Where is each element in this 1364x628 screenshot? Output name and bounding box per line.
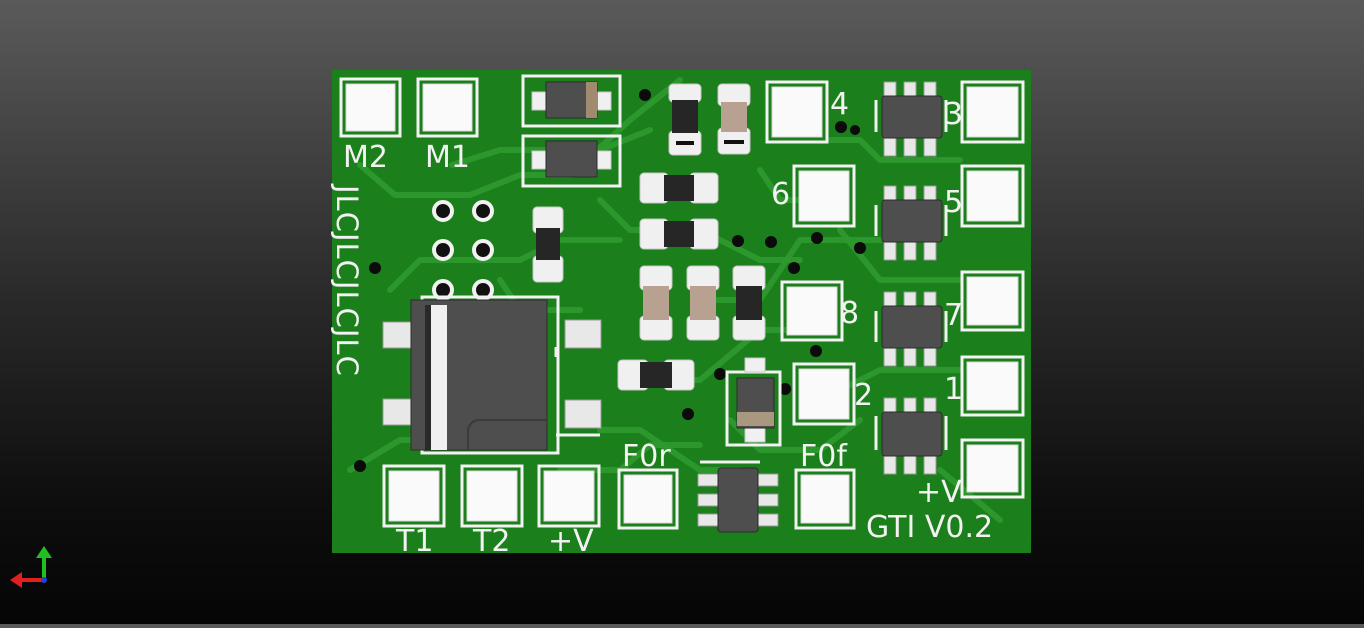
pad-out8[interactable]	[780, 280, 844, 342]
resistor-r-lower[interactable]	[617, 359, 695, 391]
pad-plus-v-bottom[interactable]	[537, 464, 601, 528]
pad-out7[interactable]	[960, 270, 1025, 332]
silkscreen-labels: M2 M1 T1 T2 +V F0r F0f 4 3 6 5 8 7 2 1 +…	[330, 87, 993, 559]
jlc-vertical-label: JLCJLCJLCJLC	[330, 183, 364, 377]
resistor-r-v-left[interactable]	[532, 206, 564, 283]
label-plus-v-bottom: +V	[548, 524, 594, 559]
pad-out2[interactable]	[792, 362, 856, 426]
pcb-board[interactable]: M2 M1 T1 T2 +V F0r F0f 4 3 6 5 8 7 2 1 +…	[330, 70, 1031, 559]
ic-u1[interactable]	[874, 81, 948, 157]
capacitor-c-top-1[interactable]	[717, 83, 751, 155]
label-t2: T2	[472, 524, 510, 559]
diode-d2[interactable]	[521, 134, 622, 188]
label-out6: 6	[771, 177, 790, 212]
label-plus-v-right: +V	[916, 475, 962, 510]
resistor-r-h2[interactable]	[639, 218, 719, 250]
version-label: GTI V0.2	[866, 510, 993, 545]
resistor-r-top-1[interactable]	[668, 83, 702, 156]
ic-u5[interactable]	[697, 460, 779, 533]
label-out2: 2	[854, 378, 873, 413]
axis-triad-icon	[10, 546, 52, 588]
pad-m2[interactable]	[339, 77, 402, 138]
regulator-dpak[interactable]	[382, 295, 602, 455]
pad-f0r[interactable]	[617, 468, 679, 530]
pad-plus-v-right[interactable]	[960, 438, 1025, 499]
pad-out1[interactable]	[960, 355, 1025, 417]
capacitor-c-mid-2[interactable]	[686, 265, 720, 341]
label-m2: M2	[343, 140, 388, 175]
resistor-r-mid-3[interactable]	[732, 265, 766, 341]
pad-t1[interactable]	[382, 464, 446, 528]
ic-u3[interactable]	[874, 291, 948, 367]
label-t1: T1	[395, 524, 433, 559]
label-f0f: F0f	[800, 439, 848, 474]
label-out8: 8	[840, 296, 859, 331]
pad-out5[interactable]	[960, 164, 1025, 228]
capacitor-c-mid-1[interactable]	[639, 265, 673, 341]
ic-u2[interactable]	[874, 185, 948, 261]
pad-out6[interactable]	[792, 164, 856, 228]
label-out1: 1	[944, 372, 963, 407]
label-out3: 3	[944, 97, 963, 132]
pad-f0f[interactable]	[794, 468, 856, 530]
label-m1: M1	[425, 140, 470, 175]
label-out5: 5	[944, 185, 963, 220]
pad-m1[interactable]	[416, 77, 479, 138]
vias	[354, 89, 866, 472]
label-out4: 4	[830, 87, 849, 122]
header-2x3	[432, 200, 494, 301]
label-f0r: F0r	[622, 439, 671, 474]
pad-out3[interactable]	[960, 80, 1025, 144]
pad-t2[interactable]	[460, 464, 524, 528]
label-out7: 7	[944, 298, 963, 333]
diode-d3[interactable]	[725, 357, 782, 447]
resistor-r-h1[interactable]	[639, 172, 719, 204]
pad-out4[interactable]	[765, 80, 829, 144]
ic-u4[interactable]	[874, 397, 948, 475]
diode-d1[interactable]	[521, 74, 622, 128]
